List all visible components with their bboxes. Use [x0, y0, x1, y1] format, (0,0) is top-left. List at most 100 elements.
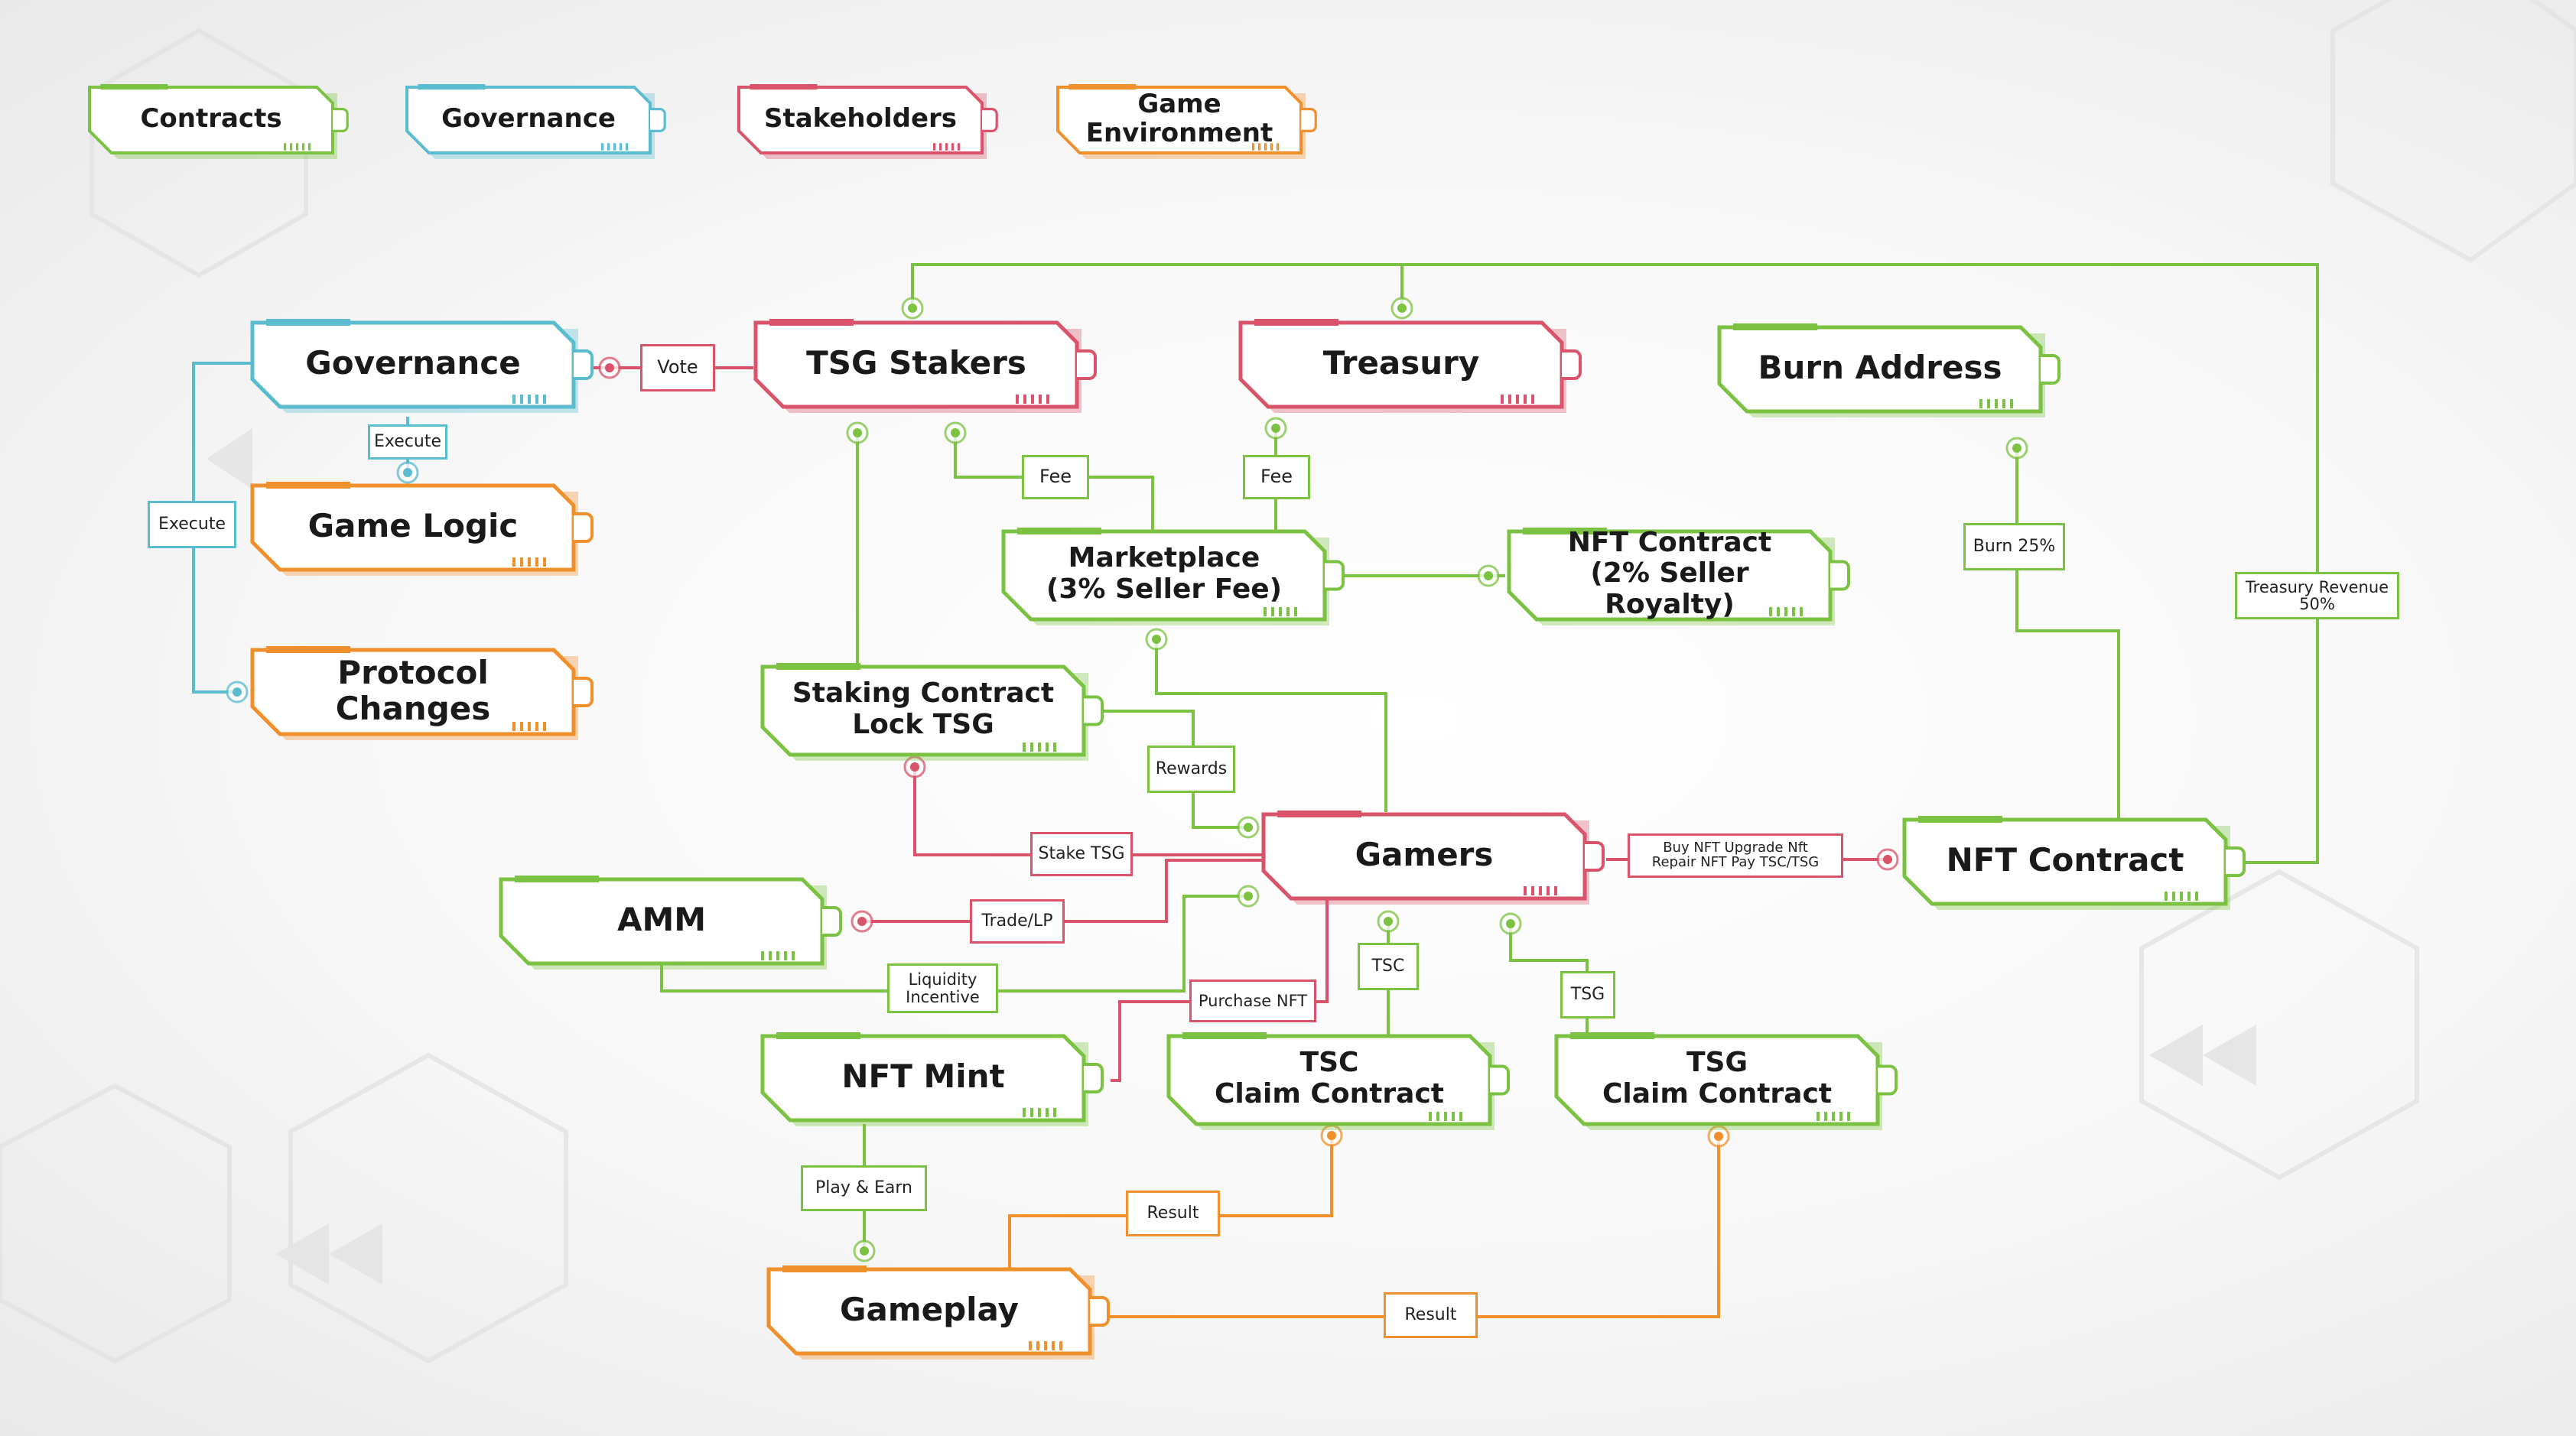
node-treasury-tab: [1562, 349, 1582, 380]
node-tsg-claim-accent-bar: [1570, 1032, 1654, 1039]
legend-governance-tick: [607, 143, 610, 151]
node-nft-contract-tick: [2187, 892, 2191, 901]
node-marketplace-accent-bar: [1017, 528, 1101, 534]
node-protocol-changes-tick: [520, 722, 523, 731]
node-tsc-claim-tick: [1452, 1112, 1455, 1121]
node-amm-tab: [822, 906, 842, 937]
node-gameplay-tick: [1044, 1341, 1047, 1350]
label-rewards: Rewards: [1147, 746, 1235, 793]
label-execute-game-logic: Execute: [368, 424, 447, 460]
node-nft-contract-royalty-tick: [1769, 607, 1772, 616]
node-nft-contract-accent-bar: [1918, 816, 2002, 823]
node-tsc-claim-tick: [1444, 1112, 1447, 1121]
node-nft-mint-tick: [1038, 1108, 1041, 1117]
connector-dot-core: [605, 363, 614, 372]
node-governance-tick: [512, 395, 516, 404]
node-tsg-claim: TSG Claim Contract: [1602, 1047, 1833, 1109]
legend-contracts-tick: [302, 143, 305, 151]
node-marketplace-tick: [1294, 607, 1297, 616]
node-nft-contract-royalty-tick: [1777, 607, 1780, 616]
legend-game-environment-accent-bar: [1068, 84, 1137, 90]
node-gamers-tab: [1585, 841, 1605, 872]
connector-dot-core: [908, 304, 917, 313]
node-burn-address-tick: [1995, 399, 1998, 408]
node-nft-mint-frame: [760, 1032, 1104, 1126]
legend-contracts-tab: [333, 108, 349, 132]
node-marketplace-tick: [1279, 607, 1282, 616]
node-tsg-claim-tick: [1847, 1112, 1850, 1121]
legend-game-environment-tick: [1270, 143, 1273, 151]
legend-stakeholders-frame: [737, 84, 998, 159]
connector-dot-core: [853, 428, 862, 437]
node-treasury-accent-bar: [1254, 319, 1338, 326]
node-nft-contract-tick: [2195, 892, 2198, 901]
legend-game-environment-tick: [1258, 143, 1261, 151]
node-governance-tab: [574, 349, 594, 380]
connector-dot-core: [1152, 635, 1161, 644]
node-staking-contract-tick: [1023, 742, 1026, 752]
label-liquidity-incentive: Liquidity Incentive: [887, 963, 998, 1013]
node-gameplay-tick: [1029, 1341, 1032, 1350]
connector-dot-core: [233, 687, 242, 697]
label-vote: Vote: [640, 344, 715, 391]
node-governance: Governance: [305, 344, 521, 382]
connector-dot-core: [910, 762, 919, 772]
node-tsg-claim-tick: [1817, 1112, 1820, 1121]
legend-game-environment-tick: [1277, 143, 1280, 151]
background-hexagons: [0, 0, 2576, 1364]
node-nft-mint-accent-bar: [776, 1032, 860, 1039]
legend-game-environment-frame: [1056, 84, 1317, 159]
legend-governance-accent-bar: [418, 84, 486, 90]
node-amm-accent-bar: [515, 876, 599, 882]
node-nft-contract-royalty-border: [1507, 529, 1833, 622]
node-burn-address-frame: [1717, 323, 2060, 417]
legend-stakeholders-tick: [933, 143, 936, 151]
node-game-logic-frame: [250, 482, 594, 576]
node-burn-address-accent-bar: [1733, 323, 1817, 330]
node-amm-tick: [784, 951, 787, 960]
legend-game-environment-border: [1056, 86, 1303, 154]
legend-governance-tab: [650, 108, 666, 132]
node-nft-mint-tab: [1084, 1063, 1104, 1093]
label-stake-tsg: Stake TSG: [1030, 832, 1133, 876]
node-treasury: Treasury: [1322, 344, 1480, 382]
node-tsg-stakers-tick: [1023, 395, 1026, 404]
edge-purchase-nft: [1111, 898, 1329, 1082]
legend-contracts-tick: [284, 143, 287, 151]
node-gamers-accent-bar: [1277, 811, 1361, 817]
node-tsg-stakers-border: [753, 320, 1079, 409]
node-gameplay-accent-bar: [782, 1265, 867, 1272]
legend-contracts-frame: [88, 84, 349, 159]
node-burn-address-tick: [2010, 399, 2013, 408]
node-tsg-stakers: TSG Stakers: [806, 344, 1026, 382]
edge-marketplace-gamers: [1155, 639, 1387, 812]
node-treasury-tick: [1524, 395, 1527, 404]
node-staking-contract-border: [760, 664, 1086, 757]
connector-dot-core: [1244, 823, 1253, 832]
node-burn-address-tick: [1979, 399, 1982, 408]
label-treasury-revenue: Treasury Revenue 50%: [2235, 572, 2399, 619]
legend-stakeholders-accent-bar: [750, 84, 818, 90]
label-play-earn: Play & Earn: [801, 1165, 927, 1211]
node-governance-tick: [528, 395, 531, 404]
node-tsc-claim-tick: [1429, 1112, 1432, 1121]
node-marketplace-tick: [1271, 607, 1274, 616]
node-gamers-border: [1261, 812, 1587, 901]
node-protocol-changes-tick: [543, 722, 546, 731]
node-nft-contract-royalty-frame: [1507, 528, 1850, 625]
label-tsc: TSC: [1358, 943, 1419, 990]
node-gameplay: Gameplay: [840, 1291, 1019, 1329]
node-tsc-claim-accent-bar: [1182, 1032, 1267, 1039]
node-gameplay-border: [766, 1267, 1092, 1356]
node-nft-contract-royalty-tick: [1800, 607, 1803, 616]
label-fee-treasury: Fee: [1243, 455, 1310, 499]
node-nft-contract-royalty-accent-bar: [1523, 528, 1607, 534]
node-governance-accent-bar: [266, 319, 350, 326]
node-amm-tick: [776, 951, 779, 960]
node-nft-contract-royalty-tick: [1784, 607, 1787, 616]
connector-dot-core: [1397, 304, 1407, 313]
legend-governance: Governance: [441, 102, 616, 134]
node-gamers-tick: [1524, 886, 1527, 895]
node-nft-mint-tick: [1023, 1108, 1026, 1117]
